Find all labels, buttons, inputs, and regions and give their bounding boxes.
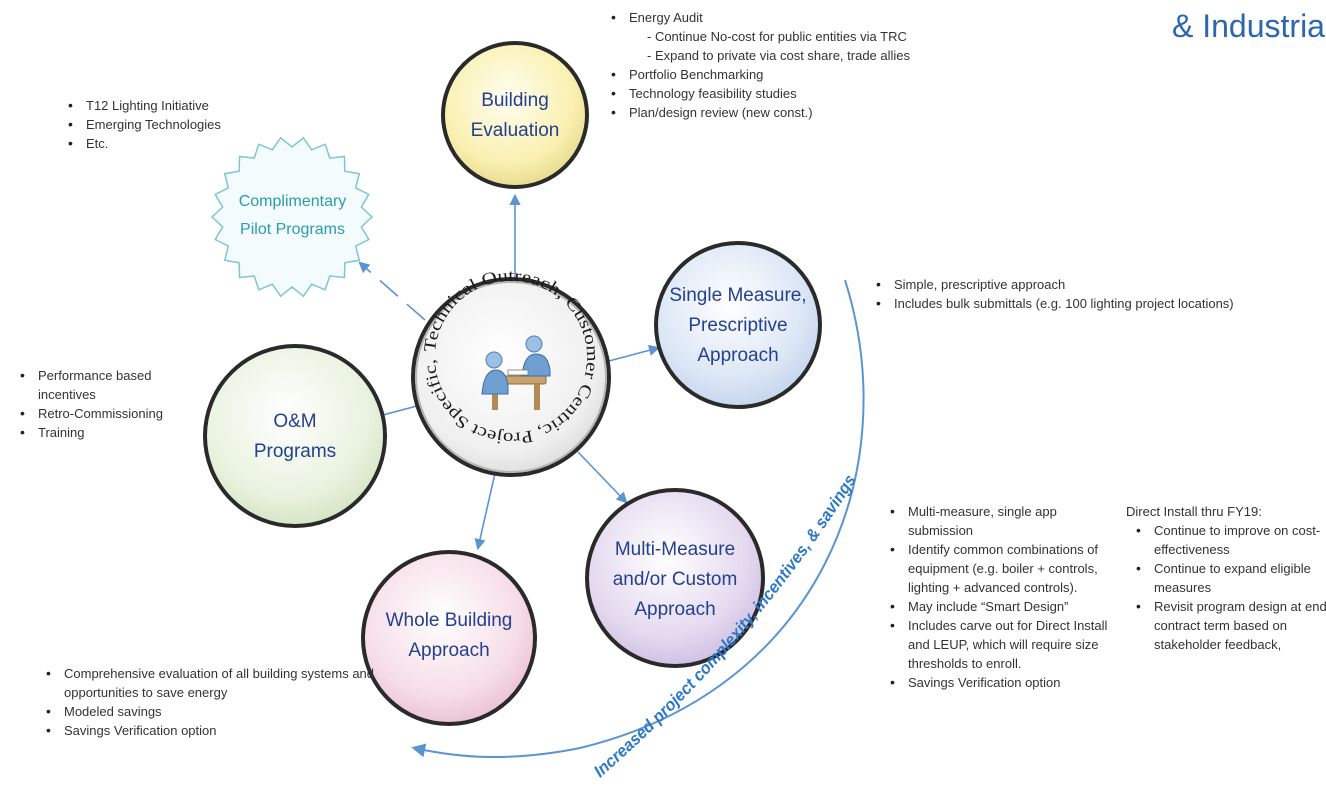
- page-heading-fragment: & Industria: [1172, 8, 1325, 44]
- list-item: Savings Verification option: [890, 673, 1113, 692]
- list-item: Retro-Commissioning: [20, 404, 208, 423]
- note-energy-audit-sub1: - Continue No-cost for public entities v…: [647, 29, 907, 44]
- list-item: T12 Lighting Initiative: [68, 96, 286, 115]
- pilot-notes: T12 Lighting Initiative Emerging Technol…: [62, 96, 286, 153]
- multi-measure-circle: [585, 488, 765, 668]
- whole-building-label: Whole Building Approach: [385, 610, 513, 661]
- arrow-to-pilot-programs: [358, 261, 426, 321]
- list-item: Identify common combinations of equipmen…: [890, 540, 1113, 597]
- list-item: Multi-measure, single app submission: [890, 502, 1113, 540]
- note-energy-audit-sub2: - Expand to private via cost share, trad…: [647, 48, 911, 63]
- note-feasibility: Technology feasibility studies: [611, 84, 1049, 103]
- list-item: Includes carve out for Direct Install an…: [890, 616, 1113, 673]
- pilot-programs-label: Complimentary Pilot Programs: [238, 193, 347, 238]
- building-evaluation-circle: [441, 41, 589, 189]
- whole-building-notes: Comprehensive evaluation of all building…: [40, 664, 384, 740]
- direct-install-heading: Direct Install thru FY19:: [1126, 504, 1262, 519]
- progression-arc-arrow: [411, 279, 865, 759]
- om-notes: Performance based incentives Retro-Commi…: [14, 366, 208, 442]
- list-item: Training: [20, 423, 208, 442]
- building-evaluation-label: Building Evaluation: [470, 90, 560, 141]
- list-item: Simple, prescriptive approach: [876, 275, 1326, 294]
- list-item: Comprehensive evaluation of all building…: [46, 664, 384, 702]
- single-measure-label: Single Measure, Prescriptive Approach: [669, 285, 807, 366]
- arrow-to-multi-measure: [577, 451, 628, 504]
- direct-install-notes: Continue to improve on cost-effectivenes…: [1130, 521, 1326, 654]
- single-measure-circle: [654, 241, 822, 409]
- list-item: Continue to improve on cost-effectivenes…: [1136, 521, 1326, 559]
- single-measure-notes: Simple, prescriptive approach Includes b…: [870, 275, 1326, 313]
- list-item: Includes bulk submittals (e.g. 100 light…: [876, 294, 1326, 313]
- building-evaluation-notes: Energy Audit - Continue No-cost for publ…: [605, 8, 1049, 122]
- multi-measure-notes: Multi-measure, single app submission Ide…: [884, 502, 1113, 692]
- list-item: Continue to expand eligible measures: [1136, 559, 1326, 597]
- list-item: Etc.: [68, 134, 286, 153]
- pilot-programs-starburst: [210, 136, 374, 298]
- hub-inner-ring: [415, 281, 607, 473]
- list-item: May include “Smart Design”: [890, 597, 1113, 616]
- note-energy-audit: Energy Audit - Continue No-cost for publ…: [611, 8, 1049, 65]
- meeting-people-icon: [481, 335, 551, 410]
- list-item: Modeled savings: [46, 702, 384, 721]
- list-item: Revisit program design at end of contrac…: [1136, 597, 1326, 654]
- multi-measure-label: Multi-Measure and/or Custom Approach: [612, 539, 738, 620]
- note-plan-review: Plan/design review (new const.): [611, 103, 1049, 122]
- whole-building-circle: [361, 550, 537, 726]
- om-programs-label: O&M Programs: [253, 411, 337, 462]
- list-item: Emerging Technologies: [68, 115, 286, 134]
- list-item: Savings Verification option: [46, 721, 384, 740]
- list-item: Performance based incentives: [20, 366, 208, 404]
- note-portfolio: Portfolio Benchmarking: [611, 65, 1049, 84]
